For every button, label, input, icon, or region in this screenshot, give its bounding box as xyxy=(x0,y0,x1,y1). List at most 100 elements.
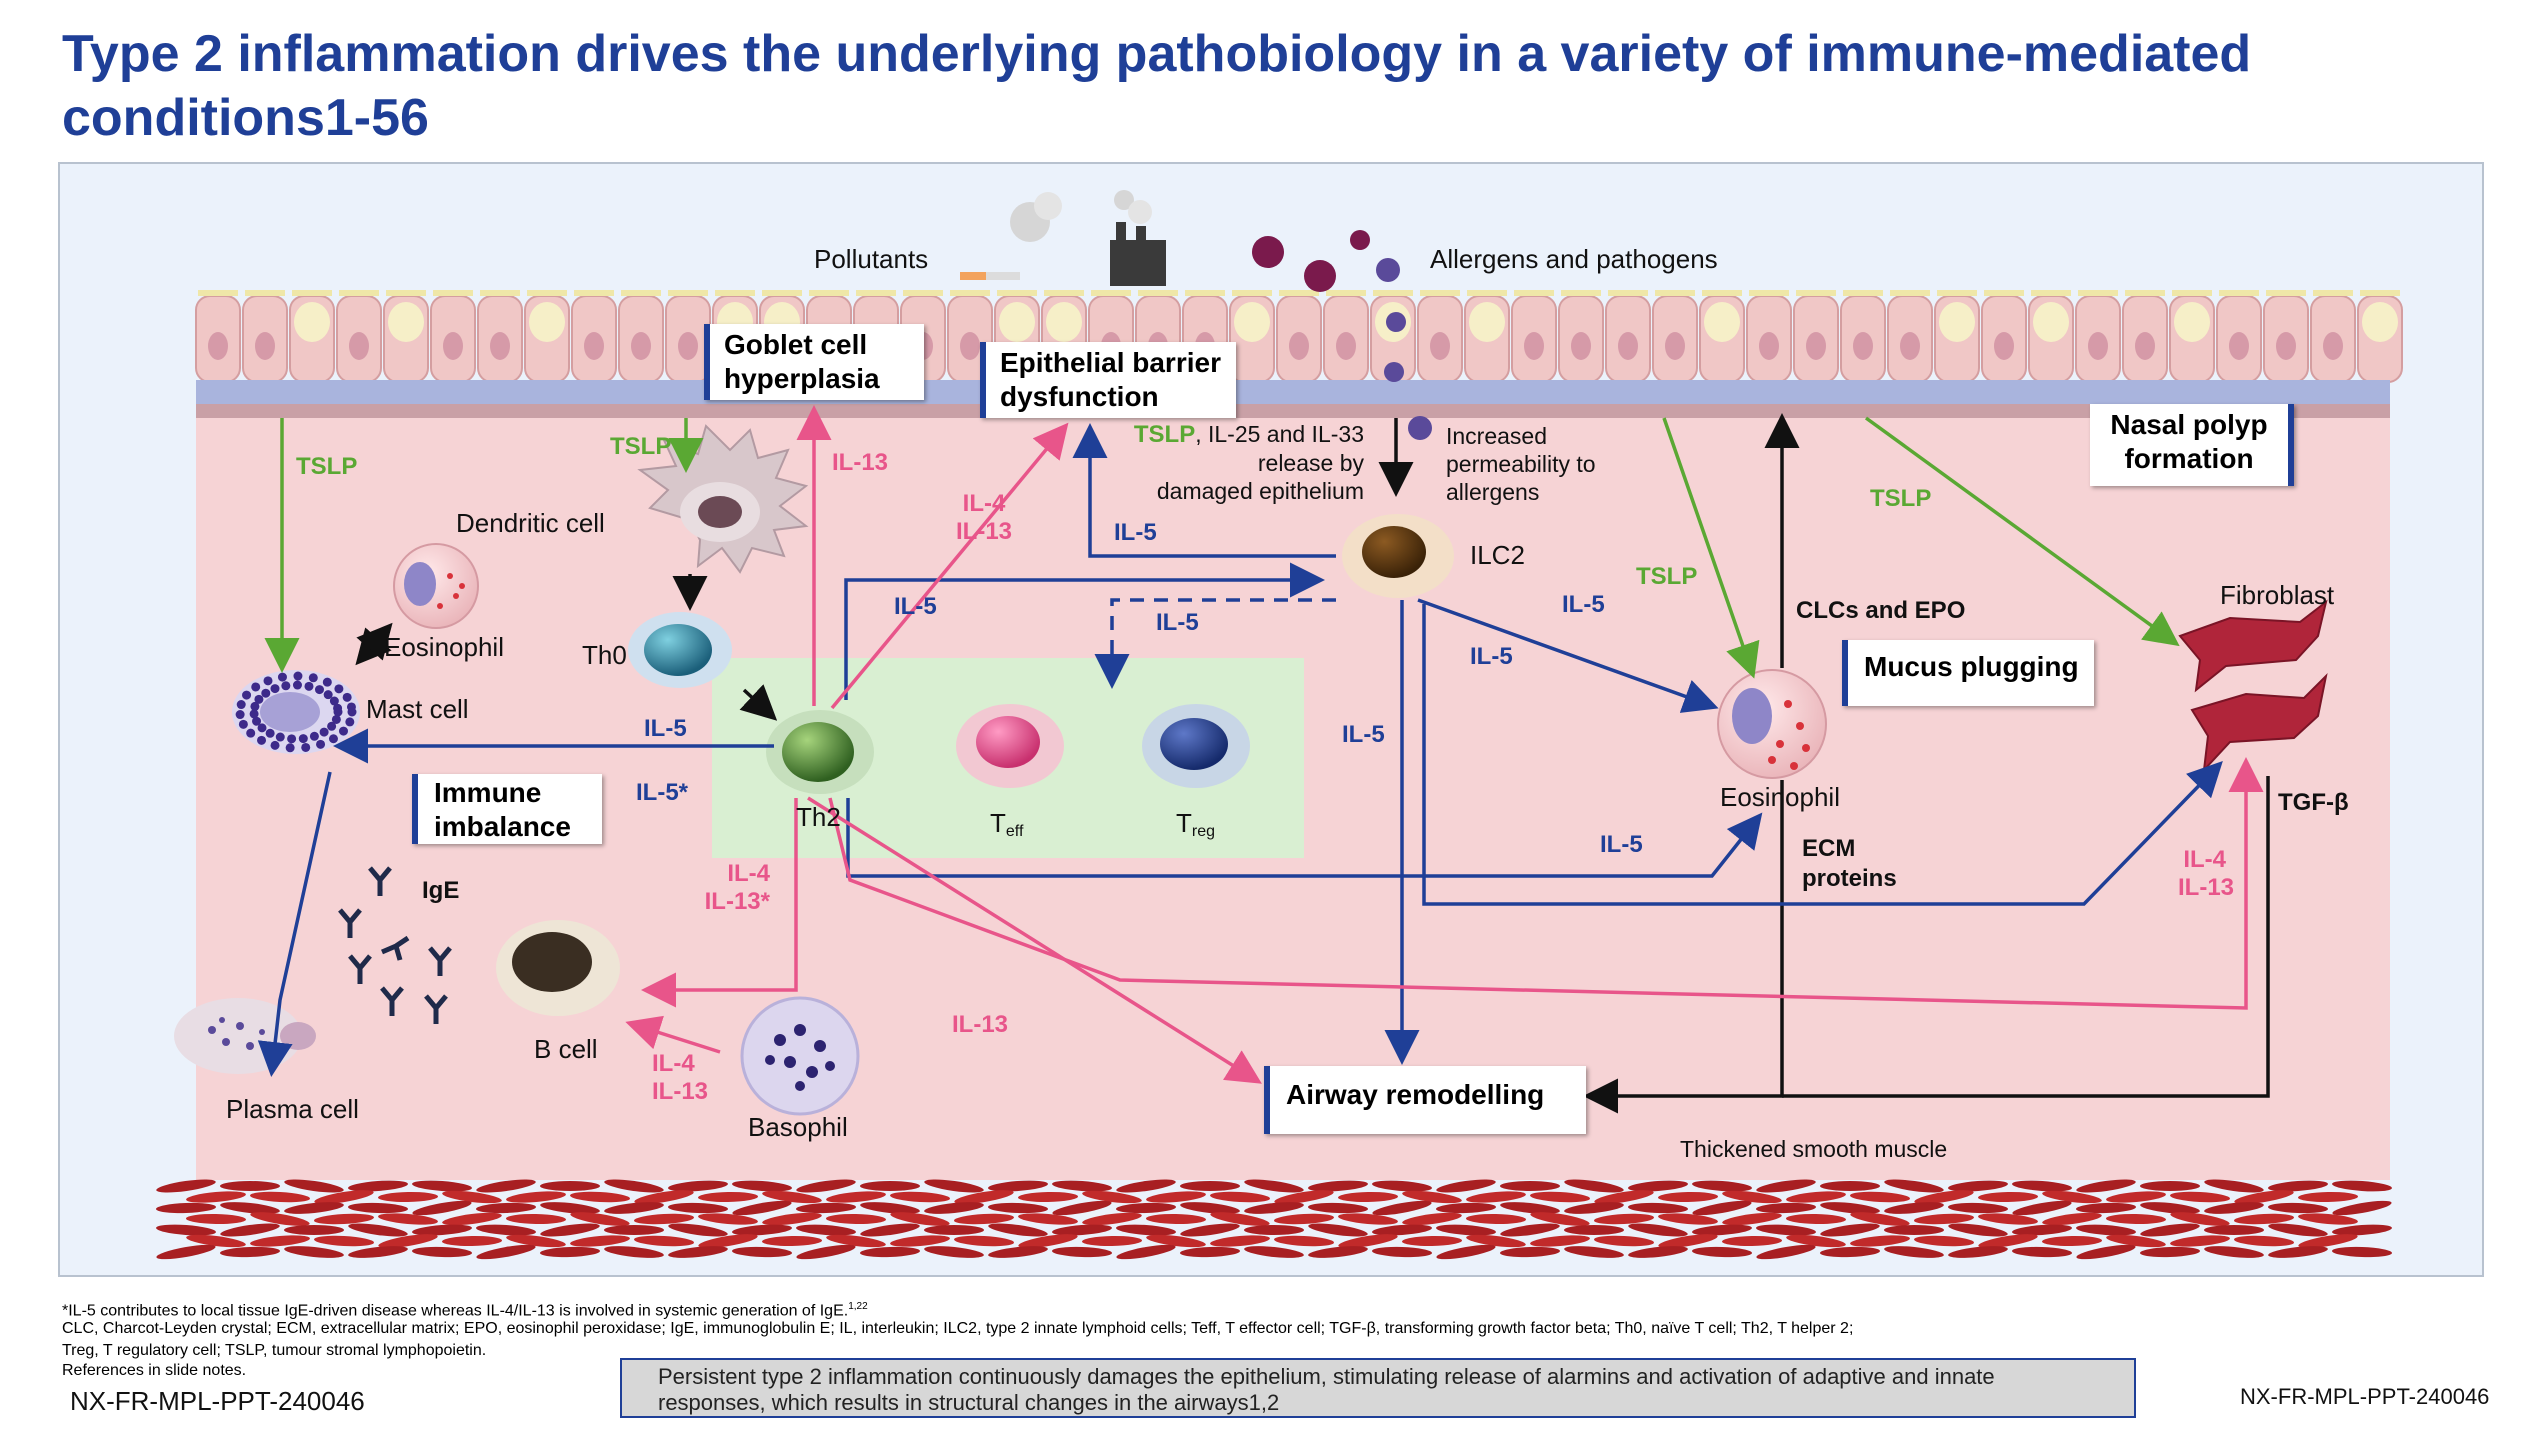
smooth-muscle-cell xyxy=(698,1191,758,1203)
basement-membrane xyxy=(196,380,2390,406)
smooth-muscle-cell xyxy=(860,1181,920,1191)
smooth-muscle-cell xyxy=(2076,1224,2136,1236)
smooth-muscle-cell xyxy=(1308,1246,1368,1258)
smooth-muscle-cell xyxy=(1948,1223,2008,1237)
immune-imbalance-box: Immune imbalance xyxy=(412,774,602,844)
pollutant-icon xyxy=(960,190,1166,286)
smooth-muscle-cell xyxy=(924,1225,984,1235)
document-code-left: NX-FR-MPL-PPT-240046 xyxy=(70,1386,365,1416)
smooth-muscle-cell xyxy=(1308,1223,1368,1237)
smooth-muscle-cell xyxy=(668,1202,728,1214)
footnote-3: Treg, T regulatory cell; TSLP, tumour st… xyxy=(62,1342,487,1359)
smooth-muscle-cell xyxy=(476,1244,536,1260)
smooth-muscle-cell xyxy=(378,1234,438,1248)
smooth-muscle-cell xyxy=(348,1180,408,1192)
thickened-muscle-label: Thickened smooth muscle xyxy=(1680,1136,1948,1162)
smooth-muscle-cell xyxy=(1978,1191,2038,1203)
smooth-muscle-cell xyxy=(1274,1235,1334,1247)
smooth-muscle-cell xyxy=(1338,1234,1398,1248)
smooth-muscle-cell xyxy=(442,1235,502,1247)
smooth-muscle-cell xyxy=(1820,1202,1880,1214)
smooth-muscle-cell xyxy=(2076,1202,2136,1214)
mast-cell xyxy=(232,670,360,754)
smooth-muscle-cell xyxy=(2204,1202,2264,1214)
smooth-muscle-cell xyxy=(442,1190,502,1204)
smooth-muscle-cell xyxy=(2106,1234,2166,1248)
smooth-muscle-cell xyxy=(2298,1234,2358,1248)
b-cell-label: B cell xyxy=(534,1034,598,1064)
smooth-muscle-cell xyxy=(1756,1224,1816,1236)
smooth-muscle-cell xyxy=(412,1180,472,1192)
smooth-muscle-cell xyxy=(988,1223,1048,1237)
smooth-muscle-cell xyxy=(1692,1246,1752,1258)
il5-label-ilc2: IL-5 xyxy=(894,593,937,620)
smooth-muscle-cell xyxy=(1274,1213,1334,1225)
smooth-muscle-cell xyxy=(1436,1179,1496,1193)
smooth-muscle-cell xyxy=(1500,1181,1560,1191)
black-arrows xyxy=(355,413,2270,1114)
smooth-muscle-cell xyxy=(1884,1225,1944,1235)
smooth-muscle-cell xyxy=(156,1224,216,1236)
smooth-muscle-cell xyxy=(732,1224,792,1236)
smooth-muscle-cell xyxy=(1914,1235,1974,1247)
epithelial-barrier-box: Epithelial barrier dysfunction xyxy=(980,342,1236,418)
smooth-muscle-cell xyxy=(1180,1246,1240,1258)
smooth-muscle-cell xyxy=(1244,1202,1304,1214)
smooth-muscle-cell xyxy=(796,1202,856,1214)
nasal-polyp-box: Nasal polyp formation xyxy=(2090,404,2294,486)
smooth-muscle-cell xyxy=(826,1191,886,1203)
smooth-muscle-cell xyxy=(314,1213,374,1225)
th2-label: Th2 xyxy=(796,802,841,832)
smooth-muscle-cell xyxy=(1402,1190,1462,1204)
smooth-muscle-cell xyxy=(634,1190,694,1204)
smooth-muscle-cell xyxy=(954,1190,1014,1204)
smooth-muscle-cell xyxy=(186,1234,246,1248)
smooth-muscle-cell xyxy=(2012,1200,2072,1216)
smooth-muscle-cell xyxy=(1180,1181,1240,1191)
smooth-muscle-cell xyxy=(1594,1235,1654,1247)
smooth-muscle-cell xyxy=(1786,1234,1846,1248)
smooth-muscle-cell xyxy=(156,1179,216,1193)
smooth-muscle-cell xyxy=(1052,1200,1112,1216)
smooth-muscle-cell xyxy=(2298,1213,2358,1225)
smooth-muscle-cell xyxy=(2012,1180,2072,1192)
smooth-muscle-cell xyxy=(2204,1179,2264,1193)
smooth-muscle-cell xyxy=(668,1180,728,1192)
il5-label-airway: IL-5 xyxy=(1342,721,1385,748)
smooth-muscle-cell xyxy=(826,1213,886,1225)
smooth-muscle-cell xyxy=(1082,1190,1142,1204)
epithelium-cells xyxy=(195,290,2403,383)
smooth-muscle-cell xyxy=(2042,1212,2102,1226)
smooth-muscle-cell xyxy=(1722,1212,1782,1226)
smooth-muscle-cell xyxy=(2076,1179,2136,1193)
smooth-muscle-cell xyxy=(2140,1223,2200,1237)
th2-cell xyxy=(766,710,874,794)
eosinophil-right-label: Eosinophil xyxy=(1720,782,1840,812)
smooth-muscle-cell xyxy=(634,1235,694,1247)
smooth-muscle-cell xyxy=(2140,1181,2200,1191)
smooth-muscle-cell xyxy=(1018,1213,1078,1225)
mast-cell-label: Mast cell xyxy=(366,694,469,724)
smooth-muscle-cell xyxy=(924,1202,984,1214)
ecm-proteins-label: ECM proteins xyxy=(1802,835,1897,892)
smooth-muscle-cell xyxy=(1500,1223,1560,1237)
smooth-muscle-cell xyxy=(250,1191,310,1203)
smooth-muscle-cell xyxy=(1372,1224,1432,1236)
smooth-muscle-cell xyxy=(1402,1235,1462,1247)
il5-label-dashed: IL-5 xyxy=(1156,609,1199,636)
smooth-muscle-cell xyxy=(2012,1246,2072,1258)
tslp-label-2: TSLP xyxy=(610,433,672,460)
il5-label-mast: IL-5 xyxy=(644,715,687,742)
smooth-muscle-cell xyxy=(476,1224,536,1236)
teff-cell xyxy=(956,704,1064,788)
smooth-muscle-cell xyxy=(1082,1235,1142,1247)
smooth-muscle-cell xyxy=(570,1212,630,1226)
smooth-muscle-cell xyxy=(604,1246,664,1258)
smooth-muscle-cell xyxy=(1914,1213,1974,1225)
smooth-muscle-cell xyxy=(2170,1191,2230,1203)
smooth-muscle-cell xyxy=(634,1213,694,1225)
smooth-muscle-cell xyxy=(412,1246,472,1258)
